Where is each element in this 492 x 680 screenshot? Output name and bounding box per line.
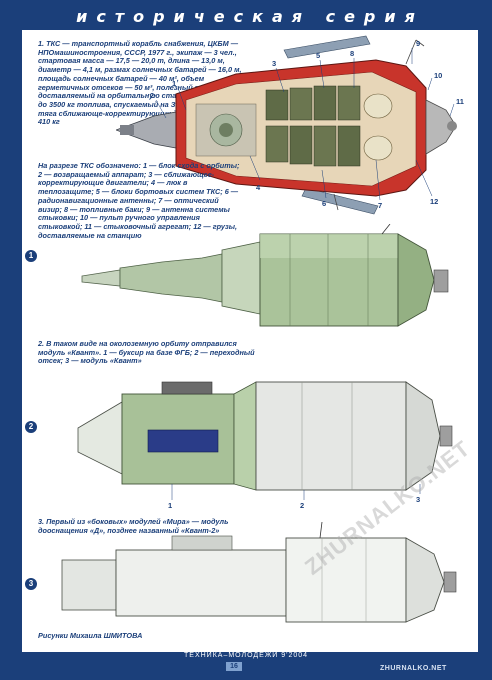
kvant2-caption: 3. Первый из «боковых» модулей «Мира» — …	[38, 517, 229, 535]
kvant-callout-1: 1	[168, 501, 172, 510]
kvant-module	[255, 381, 407, 491]
kvant-callout-leaders	[171, 484, 421, 500]
callout-2: 2	[150, 91, 154, 100]
docking-port	[433, 269, 449, 293]
kvant2-docking-port	[443, 571, 457, 593]
callout-8: 8	[350, 49, 354, 58]
callout-3: 3	[272, 59, 276, 68]
illustration-credit: Рисунки Михаила ШМИТОВА	[38, 631, 143, 640]
kvant2-illustration	[61, 521, 457, 623]
return-vehicle-cone	[119, 253, 223, 303]
docking-unit	[425, 99, 457, 155]
kvant2-main-body	[285, 537, 407, 623]
transfer-compartment	[233, 381, 257, 491]
callout-6: 6	[322, 199, 326, 208]
tks-cutaway-illustration: 2 1 3 5 8 9 10 11 4 6 7 12	[116, 35, 464, 215]
escape-tower	[81, 269, 121, 287]
site-credit: ZHURNALKO.NET	[380, 665, 447, 672]
kvant2-instrument-cargo-section	[115, 549, 287, 617]
kvant2-forward-cone	[405, 537, 445, 623]
kvant-caption: 2. В таком виде на околоземную орбиту от…	[38, 339, 255, 366]
magazine-footer: ТЕХНИКА–МОЛОДЕЖИ 9'2004	[184, 652, 309, 659]
nose-fairing	[77, 401, 123, 475]
page-number: 16	[226, 662, 242, 671]
fgb-top-equipment	[161, 381, 213, 395]
equipment-blocks	[265, 85, 361, 167]
kvant2-aft-section	[61, 559, 117, 611]
illustration-badge-2: 2	[25, 421, 37, 433]
fgb-solar-array	[147, 429, 219, 453]
lower-solar-panel	[301, 187, 379, 215]
callout-12: 12	[430, 197, 438, 206]
callout-10: 10	[434, 71, 442, 80]
aft-cone	[397, 233, 435, 327]
page-content: историческая серия 1. ТКС — транспортный…	[22, 4, 478, 652]
kvant-callout-3: 3	[416, 495, 420, 504]
tks-legend: На разрезе ТКС обозначено: 1 — блок сход…	[38, 161, 240, 240]
kvant-aft-cone	[405, 381, 441, 491]
tks-exterior-illustration	[81, 224, 449, 327]
kvant-docking-port	[439, 425, 453, 447]
docking-antenna	[405, 39, 417, 65]
callout-1: 1	[172, 79, 176, 88]
callout-5: 5	[316, 51, 320, 60]
callout-4: 4	[256, 183, 261, 192]
fuel-tanks	[363, 93, 393, 161]
series-header: историческая серия	[22, 4, 478, 30]
illustration-badge-3: 3	[25, 578, 37, 590]
adapter-ring	[221, 241, 261, 315]
forward-section-detail	[195, 103, 257, 157]
callout-leaders	[155, 48, 455, 201]
tks-caption: 1. ТКС — транспортный корабль снабжения,…	[38, 39, 242, 127]
callout-9: 9	[416, 39, 420, 48]
antenna	[381, 224, 391, 235]
kvant-launch-illustration: 1 2 3	[77, 381, 453, 510]
callout-7: 7	[378, 201, 382, 210]
radio-antenna	[333, 193, 339, 211]
upper-solar-panel	[283, 35, 371, 59]
kvant2-antenna	[319, 521, 323, 539]
docking-probe	[447, 121, 457, 131]
callout-11: 11	[456, 97, 464, 106]
illustration-badge-1: 1	[25, 250, 37, 262]
escape-tower-base	[120, 125, 134, 135]
kvant-callout-2: 2	[300, 501, 304, 510]
